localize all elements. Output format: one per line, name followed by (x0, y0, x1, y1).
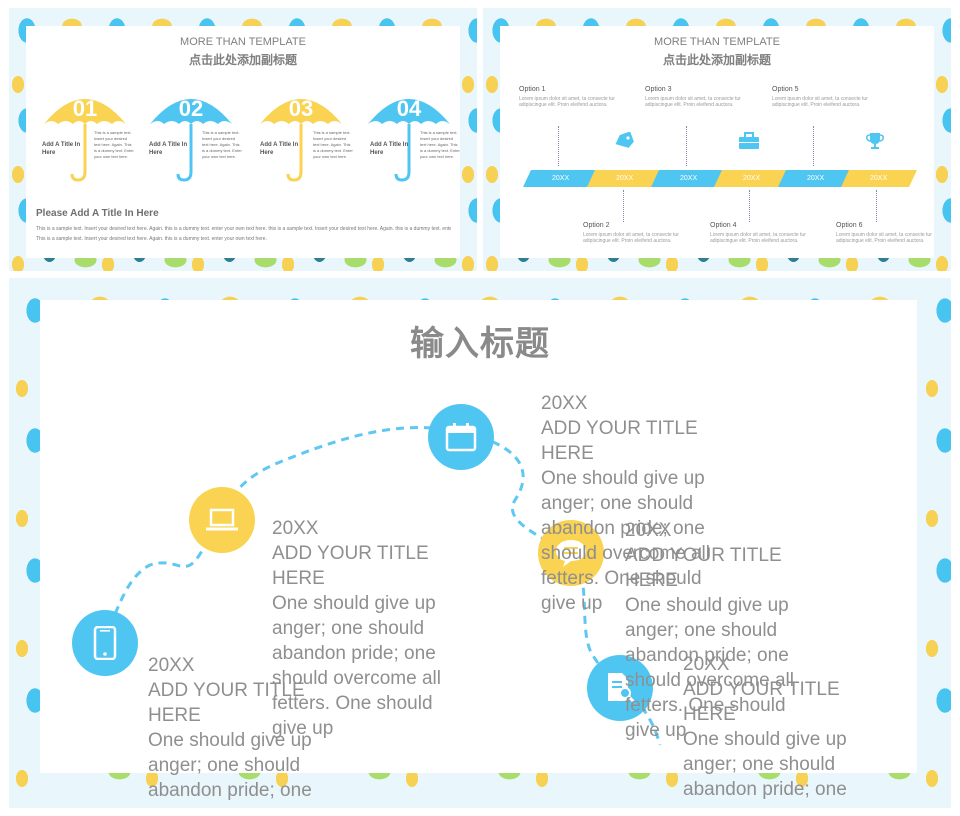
umbrella-1: 01 (42, 84, 128, 184)
briefcase-icon (739, 132, 759, 149)
timeline-year: 20XX (552, 175, 570, 182)
step-2-circle[interactable] (189, 487, 255, 553)
option-desc: Lorem ipsum dolor sit amet, ta consecte … (645, 96, 741, 108)
step-1-text: 20XX ADD YOUR TITLE HERE One should give… (148, 653, 338, 803)
step-desc: One should give up anger; one should aba… (272, 593, 441, 739)
step-title: ADD YOUR TITLE HERE (683, 679, 840, 725)
option-2: Option 2 Lorem ipsum dolor sit amet, ta … (583, 222, 683, 244)
umbrella-number: 04 (396, 96, 422, 121)
tag-icon (615, 132, 634, 148)
umbrella-4-desc: This is a sample text. Insert your desir… (420, 130, 460, 159)
timeline-year: 20XX (616, 175, 634, 182)
option-desc: Lorem ipsum dolor sit amet, ta consecte … (836, 232, 932, 244)
timeline-year: 20XX (743, 175, 761, 182)
slide2-subtitle: 点击此处添加副标题 (662, 53, 771, 67)
step-4-circle[interactable] (538, 520, 604, 586)
step-title: ADD YOUR TITLE HERE (625, 545, 782, 591)
option-3: Option 3 Lorem ipsum dolor sit amet, ta … (645, 86, 745, 108)
option-label: Option 1 (519, 86, 546, 93)
umbrella-number: 01 (72, 96, 98, 121)
chat-icon (556, 540, 586, 567)
umbrella-4: 04 (366, 84, 452, 184)
laptop-icon (206, 508, 238, 531)
option-1: Option 1 Lorem ipsum dolor sit amet, ta … (519, 86, 619, 108)
umbrella-number: 02 (178, 96, 204, 121)
option-label: Option 5 (772, 86, 799, 93)
step-2-text: 20XX ADD YOUR TITLE HERE One should give… (272, 516, 472, 741)
step-3-circle[interactable] (428, 404, 494, 470)
slide3-title: 输入标题 (410, 325, 550, 363)
step-year: 20XX (625, 520, 672, 541)
slide1-card[interactable]: MORE THAN TEMPLATE 点击此处添加副标题 01 Add A Ti… (26, 26, 460, 258)
phone-icon (93, 626, 117, 660)
step-title: ADD YOUR TITLE HERE (272, 543, 429, 589)
step-year: 20XX (272, 518, 319, 539)
slide2-card[interactable]: MORE THAN TEMPLATE 点击此处添加副标题 (500, 26, 934, 258)
timeline-year: 20XX (807, 175, 825, 182)
option-label: Option 6 (836, 222, 863, 229)
step-year: 20XX (541, 393, 588, 414)
option-label: Option 4 (710, 222, 737, 229)
umbrella-number: 03 (288, 96, 314, 121)
umbrella-3-label: Add A Title In Here (260, 142, 299, 156)
step-desc: One should give up anger; one should aba… (683, 729, 847, 800)
step-3-text: 20XX ADD YOUR TITLE HERE One should give… (541, 391, 741, 616)
step-title: ADD YOUR TITLE HERE (148, 680, 305, 726)
option-desc: Lorem ipsum dolor sit amet, ta consecte … (519, 96, 615, 108)
step-5-text: 20XX ADD YOUR TITLE HERE One should give… (683, 652, 883, 804)
slide2-content: Option 1 Lorem ipsum dolor sit amet, ta … (483, 8, 951, 271)
umbrella-3-desc: This is a sample text. Insert your desir… (313, 130, 353, 159)
option-4: Option 4 Lorem ipsum dolor sit amet, ta … (710, 222, 810, 244)
slide1-bottom-text-2: This is a sample text. Insert your desir… (36, 236, 267, 242)
connector-line (813, 126, 815, 166)
umbrella-icon (150, 99, 232, 182)
option-5: Option 5 Lorem ipsum dolor sit amet, ta … (772, 86, 872, 108)
calendar-icon (445, 423, 477, 452)
timeline-year: 20XX (870, 175, 888, 182)
document-search-icon (608, 673, 636, 704)
umbrella-icon (368, 99, 450, 182)
umbrella-icon (44, 99, 126, 182)
slide2-title: MORE THAN TEMPLATE (654, 36, 780, 48)
step-title: ADD YOUR TITLE HERE (541, 418, 698, 464)
step-year: 20XX (148, 655, 195, 676)
umbrella-2: 02 (148, 84, 234, 184)
trophy-icon (866, 133, 884, 149)
timeline-year: 20XX (680, 175, 698, 182)
step-year: 20XX (683, 654, 730, 675)
umbrella-2-desc: This is a sample text. Insert your desir… (202, 130, 242, 159)
connector-line (686, 126, 688, 166)
step-desc: One should give up anger; one should aba… (541, 468, 710, 614)
option-label: Option 2 (583, 222, 610, 229)
step-desc: One should give up anger; one should aba… (148, 730, 312, 801)
umbrella-4-label: Add A Title In Here (370, 142, 409, 156)
connector-line (876, 190, 878, 222)
slide1-bottom-title: Please Add A Title In Here (36, 208, 159, 219)
connector-line (558, 126, 560, 166)
umbrella-1-desc: This is a sample text. Insert your desir… (94, 130, 134, 159)
slide1-title: MORE THAN TEMPLATE (180, 36, 306, 48)
timeline-segment-6[interactable]: 20XX (841, 170, 917, 187)
option-desc: Lorem ipsum dolor sit amet, ta consecte … (772, 96, 868, 108)
step-5-circle[interactable] (587, 655, 653, 721)
option-desc: Lorem ipsum dolor sit amet, ta consecte … (583, 232, 679, 244)
connector-line (623, 190, 625, 222)
umbrella-3: 03 (258, 84, 344, 184)
step-4-text: 20XX ADD YOUR TITLE HERE One should give… (625, 518, 825, 743)
option-desc: Lorem ipsum dolor sit amet, ta consecte … (710, 232, 806, 244)
option-label: Option 3 (645, 86, 672, 93)
step-1-circle[interactable] (72, 610, 138, 676)
connector-line (749, 190, 751, 222)
step-desc: One should give up anger; one should aba… (625, 595, 794, 741)
slide1-bottom-text-1: This is a sample text. Insert your desir… (36, 226, 451, 232)
option-6: Option 6 Lorem ipsum dolor sit amet, ta … (836, 222, 936, 244)
umbrella-2-label: Add A Title In Here (149, 142, 188, 156)
umbrella-icon (260, 99, 342, 182)
slide1-subtitle: 点击此处添加副标题 (188, 53, 297, 67)
umbrella-1-label: Add A Title In Here (42, 142, 81, 156)
